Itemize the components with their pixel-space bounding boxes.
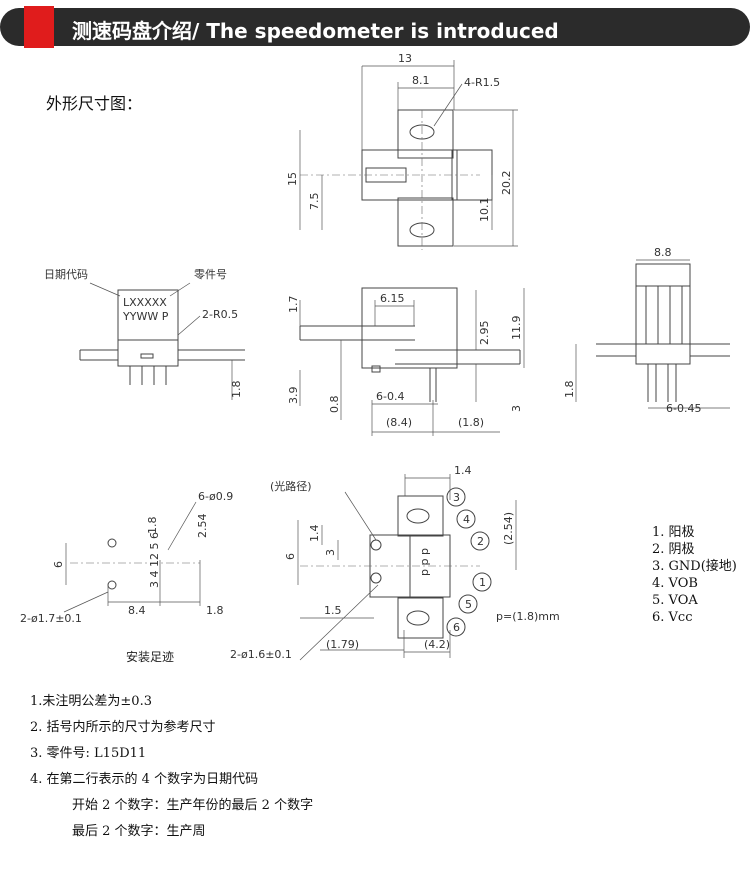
dim-6-15: 6.15 (380, 292, 405, 305)
dim-3-tol: 3 (510, 405, 523, 412)
page-title: 测速码盘介绍/ The speedometer is introduced (72, 19, 559, 43)
dim-6-fp: 6 (52, 561, 65, 568)
section-subtitle: 外形尺寸图： (46, 94, 143, 113)
section-view: (光路径) 1.4 (2.54) 6 1.4 3 p p p 1.5 p=(1.… (230, 464, 560, 661)
pin-circle-5: 5 (465, 598, 472, 611)
pin-circle-4: 4 (463, 513, 470, 526)
footprint-caption: 安装足迹 (126, 650, 175, 664)
dim-6-0-45: 6-0.45 (666, 402, 701, 415)
label-part-no: 零件号 (194, 268, 227, 281)
dim-1-79: (1.79) (326, 638, 359, 651)
dim-1-8-right: 1.8 (563, 381, 576, 399)
banner-accent (24, 6, 54, 48)
note-4b: 最后 2 个数字：生产周 (72, 824, 206, 839)
pin-item: 1. 阳极 (652, 525, 695, 540)
dim-6-0-4: 6-0.4 (376, 390, 404, 403)
dim-11-9: 11.9 (510, 316, 523, 341)
dim-1-8-fp: 1.8 (146, 517, 159, 535)
front-view-left: 日期代码 零件号 LXXXXX YYWW P 2-R0.5 1.8 (44, 268, 245, 400)
label-date-code: 日期代码 (44, 268, 88, 281)
dim-4-r1-5: 4-R1.5 (464, 76, 500, 89)
top-view: 13 8.1 4-R1.5 15 7.5 20.2 10.1 (286, 52, 518, 250)
header-banner: 测速码盘介绍/ The speedometer is introduced (0, 6, 750, 48)
footprint-view: 6-ø0.9 1.8 2.54 6 2 5 6 3 4 1 2-ø1.7±0.1… (20, 490, 233, 625)
dim-8-1: 8.1 (412, 74, 430, 87)
pin-circle-1: 1 (479, 576, 486, 589)
dim-6-holes: 6-ø0.9 (198, 490, 233, 503)
pin-item: 5. VOA (652, 593, 698, 608)
dim-0-8: 0.8 (328, 396, 341, 414)
note-4: 4. 在第二行表示的 4 个数字为日期代码 (30, 772, 259, 787)
dim-8-4-ref: (8.4) (386, 416, 412, 429)
note-3: 3. 零件号: L15D11 (30, 746, 147, 761)
dim-1-8-left: 1.8 (230, 381, 243, 399)
banner-bar (0, 8, 750, 46)
dim-hole: 2-ø1.6±0.1 (230, 648, 292, 661)
text-lxxxxx: LXXXXX (123, 296, 167, 309)
note-2: 2. 括号内所示的尺寸为参考尺寸 (30, 720, 216, 735)
pin-item: 3. GND(接地) (652, 559, 737, 574)
dim-4-2: (4.2) (424, 638, 450, 651)
text-yyww: YYWW P (122, 310, 169, 323)
dim-3-sec: 3 (324, 549, 337, 556)
dim-2-95: 2.95 (478, 321, 491, 346)
dim-1-5: 1.5 (324, 604, 342, 617)
dim-pad: 2-ø1.7±0.1 (20, 612, 82, 625)
dim-1-4: 1.4 (454, 464, 472, 477)
dim-1-8-ref: (1.8) (458, 416, 484, 429)
pin-circle-2: 2 (477, 535, 484, 548)
label-light-path: (光路径) (270, 479, 312, 493)
dim-8-8: 8.8 (654, 246, 672, 259)
front-view-middle: 6.15 1.7 2.95 11.9 3.9 0.8 3 6-0.4 (8.4)… (287, 287, 525, 436)
note-1: 1.未注明公差为±0.3 (30, 694, 152, 709)
dim-8-4-fp: 8.4 (128, 604, 146, 617)
dim-2-54-ref: (2.54) (502, 512, 515, 545)
note-4a: 开始 2 个数字：生产年份的最后 2 个数字 (72, 798, 314, 813)
dim-pitch: p=(1.8)mm (496, 610, 560, 623)
pin-item: 6. Vcc (652, 610, 693, 625)
front-view-right: 8.8 1.8 6-0.45 (563, 246, 730, 415)
dim-15: 15 (286, 172, 299, 186)
dim-13: 13 (398, 52, 412, 65)
pin-item: 2. 阴极 (652, 542, 695, 557)
dim-3-9: 3.9 (287, 387, 300, 405)
pitch-marks: p p p (418, 548, 431, 576)
dim-20-2: 20.2 (500, 171, 513, 196)
dim-10-1: 10.1 (478, 198, 491, 223)
dim-7-5: 7.5 (308, 193, 321, 211)
dim-2-r0-5: 2-R0.5 (202, 308, 238, 321)
pin-numbers-top: 2 5 6 (148, 532, 161, 560)
dim-1-4-sec: 1.4 (308, 525, 321, 543)
pin-list: 1. 阳极 2. 阴极 3. GND(接地) 4. VOB 5. VOA 6. … (652, 524, 737, 626)
dim-1-7: 1.7 (287, 296, 300, 314)
dim-1-8-fp-b: 1.8 (206, 604, 224, 617)
pin-item: 4. VOB (652, 576, 698, 591)
pin-circle-3: 3 (453, 491, 460, 504)
pin-circle-6: 6 (453, 621, 460, 634)
dim-2-54-fp: 2.54 (196, 514, 209, 539)
pin-numbers-bottom: 3 4 1 (148, 560, 161, 588)
dim-6-sec: 6 (284, 553, 297, 560)
